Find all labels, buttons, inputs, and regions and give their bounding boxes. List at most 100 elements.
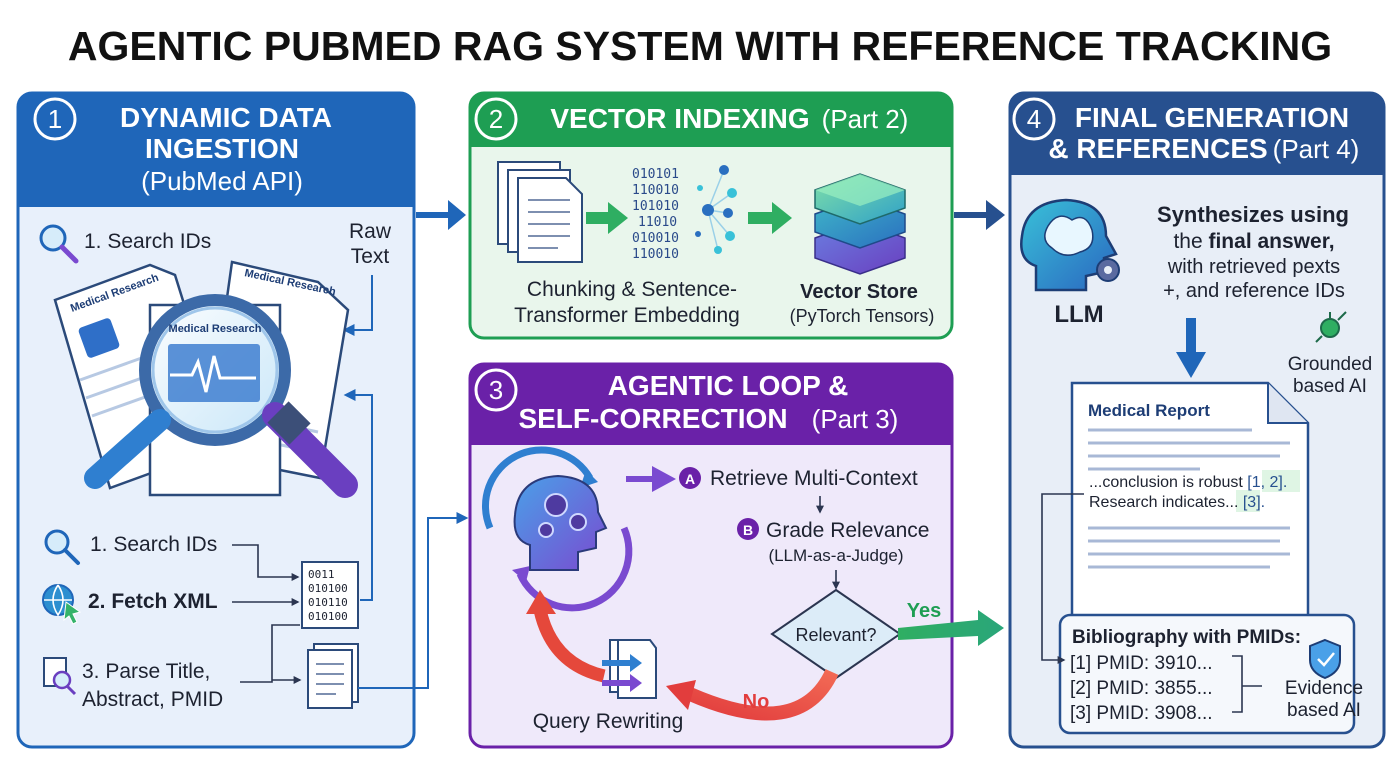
yes-label: Yes <box>907 600 941 622</box>
vector-store-icon <box>814 173 906 275</box>
parse-step-line1: 3. Parse Title, <box>82 660 210 683</box>
no-arrow-head <box>666 680 696 710</box>
chunking-label-line2: Transformer Embedding <box>514 304 740 327</box>
panel1-number: 1 <box>48 104 62 134</box>
bibliography-item-2: [2] PMID: 3855... <box>1070 678 1213 699</box>
grounded-line2: based AI <box>1293 376 1367 397</box>
step-a-badge: A <box>685 471 695 487</box>
binary-line-5: 110010 <box>632 247 679 262</box>
panel3-header <box>470 364 952 445</box>
docs-to-binary-arrow <box>586 202 628 234</box>
report-line1: ...conclusion is robust [1, 2]. <box>1089 474 1287 491</box>
xml-line-3: 010100 <box>308 610 348 623</box>
yes-arrow <box>898 610 1004 646</box>
citation-to-bibliography-connector <box>1041 493 1084 664</box>
magnifier-icon: Medical Research <box>84 294 358 498</box>
panel4-title-part: (Part 4) <box>1273 134 1360 164</box>
parse-connector <box>240 624 300 683</box>
synth-line1: Synthesizes using <box>1157 202 1349 227</box>
agent-to-retrieve-arrow <box>626 466 676 492</box>
panel1-title-line2: INGESTION <box>145 133 299 164</box>
evidence-line1: Evidence <box>1285 678 1363 699</box>
xml-file-icon: 0011 010100 010110 010100 <box>301 561 359 629</box>
step-a-badge-circle <box>679 467 701 489</box>
evidence-line2: based AI <box>1287 700 1361 721</box>
binary-to-store-arrow <box>748 202 792 234</box>
llm-head-icon <box>1020 198 1120 292</box>
chunk-documents-icon <box>497 161 583 263</box>
synth-line2: the final answer, <box>1173 230 1334 253</box>
panel4-header <box>1010 93 1384 175</box>
binary-line-3: 11010 <box>638 215 677 230</box>
step-b-badge: B <box>743 522 753 538</box>
rewrite-arrow-head <box>526 590 556 614</box>
panel4-number: 4 <box>1027 104 1041 134</box>
agent-head-icon <box>482 446 633 612</box>
panel2-header <box>470 93 952 147</box>
panel3-number: 3 <box>489 375 503 405</box>
panel2-number-badge <box>474 97 518 141</box>
panel2-title: VECTOR INDEXING <box>550 103 809 134</box>
report-line2: Research indicates... [3]. <box>1089 494 1265 511</box>
panel-vector-indexing: 2 VECTOR INDEXING (Part 2) 010101 110010… <box>468 91 954 340</box>
step-b-badge-circle <box>737 518 759 540</box>
binary-embedding: 010101 110010 101010 11010 010010 110010 <box>632 167 679 262</box>
vector-store-title: Vector Store <box>800 281 918 303</box>
panel-final-generation: 4 FINAL GENERATION & REFERENCES (Part 4)… <box>1008 91 1386 749</box>
panel4-title-line1: FINAL GENERATION <box>1075 102 1349 133</box>
no-arrow <box>687 668 839 721</box>
search-step-icon <box>44 529 80 565</box>
synth-line2-b: final answer, <box>1208 230 1334 253</box>
synth-to-report-arrow <box>1176 318 1206 378</box>
bibliography-box: Bibliography with PMIDs: [1] PMID: 3910.… <box>1058 613 1356 735</box>
binary-line-2: 101010 <box>632 199 679 214</box>
panel1-to-panel3-arrow <box>358 512 469 689</box>
grade-relevance: Grade Relevance <box>766 519 929 542</box>
panel2-to-panel4-arrow <box>954 200 1005 230</box>
raw-text-line1: Raw <box>349 220 392 243</box>
panel3-number-badge <box>474 368 518 412</box>
xml-line-0: 0011 <box>308 568 335 581</box>
globe-icon <box>42 584 82 625</box>
decision-label: Relevant? <box>795 625 876 645</box>
panel4-number-badge <box>1012 97 1056 141</box>
no-label: No <box>743 691 770 713</box>
grounded-icon <box>1315 311 1347 343</box>
panel2-title-part: (Part 2) <box>822 104 909 134</box>
panel3-title-line2: SELF-CORRECTION <box>518 403 787 434</box>
embedding-nodes-icon <box>695 165 737 254</box>
shield-icon <box>1309 638 1341 680</box>
panel-data-ingestion: 1 DYNAMIC DATA INGESTION (PubMed API) 1.… <box>16 91 469 749</box>
top-search-step: 1. Search IDs <box>84 230 211 253</box>
xml-to-docs-connector <box>343 389 373 601</box>
retrieve-multi-context: Retrieve Multi-Context <box>710 467 918 490</box>
parsed-docs-icon <box>307 643 359 709</box>
panel1-to-panel2-arrow <box>416 200 466 230</box>
medical-report-card: Medical Report ...conclusion is robust [… <box>1070 381 1310 622</box>
query-rewrite-icon <box>602 639 657 699</box>
raw-text-arrow <box>342 275 373 336</box>
xml-line-2: 010110 <box>308 596 348 609</box>
synth-line3: with retrieved pexts <box>1167 256 1340 278</box>
citation-3: [3]. <box>1243 494 1265 511</box>
search-icon <box>39 224 79 264</box>
llm-as-judge: (LLM-as-a-Judge) <box>768 546 903 565</box>
synth-line4: +, and reference IDs <box>1163 280 1345 302</box>
grounded-line1: Grounded <box>1288 354 1373 375</box>
panel3-title-part: (Part 3) <box>812 404 899 434</box>
report-title: Medical Report <box>1088 401 1210 420</box>
panel1-number-badge <box>33 97 77 141</box>
raw-text-line2: Text <box>351 245 390 268</box>
panel1-title-line1: DYNAMIC DATA <box>120 102 332 133</box>
vector-store-subtitle: (PyTorch Tensors) <box>790 306 935 326</box>
llm-label: LLM <box>1054 301 1103 328</box>
magnifier-doc-label: Medical Research <box>169 323 262 335</box>
bibliography-bracket <box>1232 655 1262 713</box>
page-title: AGENTIC PUBMED RAG SYSTEM WITH REFERENCE… <box>68 23 1332 69</box>
search-to-xml-connector <box>232 544 300 581</box>
chunking-label-line1: Chunking & Sentence- <box>527 278 737 301</box>
citation-1-2: [1, 2]. <box>1247 474 1287 491</box>
bibliography-item-3: [3] PMID: 3908... <box>1070 703 1213 724</box>
bibliography-title: Bibliography with PMIDs: <box>1072 627 1301 648</box>
